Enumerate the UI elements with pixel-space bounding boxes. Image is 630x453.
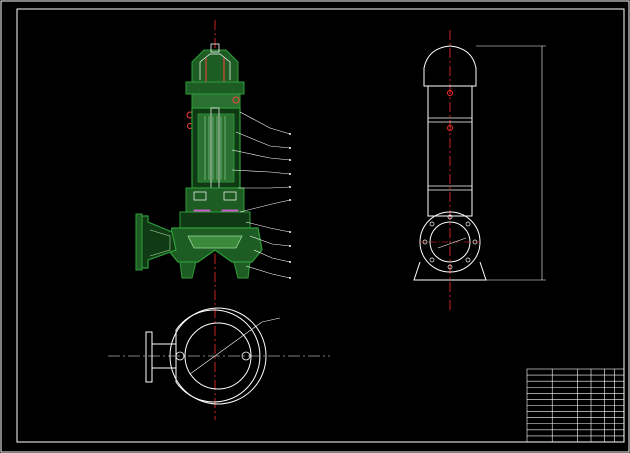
rotor-lines xyxy=(204,116,226,180)
base-foot-right xyxy=(233,261,251,279)
cable-cap xyxy=(185,81,245,95)
plan-outer-ring xyxy=(169,307,267,405)
side-dome xyxy=(423,45,477,87)
pump-plan-view xyxy=(108,307,330,405)
side-base xyxy=(413,261,487,281)
pump-side-view xyxy=(413,30,546,312)
base-foot-left xyxy=(179,261,197,279)
title-block xyxy=(526,368,625,443)
stator xyxy=(197,113,235,183)
side-height-dimension xyxy=(476,45,546,281)
discharge-pipe xyxy=(139,215,177,269)
leader-dots xyxy=(289,133,291,279)
pump-section-view xyxy=(135,20,291,420)
drawing-frame xyxy=(16,8,625,443)
plan-leader xyxy=(189,317,281,375)
side-body xyxy=(427,85,473,217)
part-leaders xyxy=(231,111,291,279)
impeller xyxy=(187,235,243,249)
lifting-dome xyxy=(191,49,239,83)
plan-discharge-flange xyxy=(145,331,153,383)
plan-outer-casing xyxy=(175,309,261,403)
plan-inner-bore xyxy=(184,322,252,390)
